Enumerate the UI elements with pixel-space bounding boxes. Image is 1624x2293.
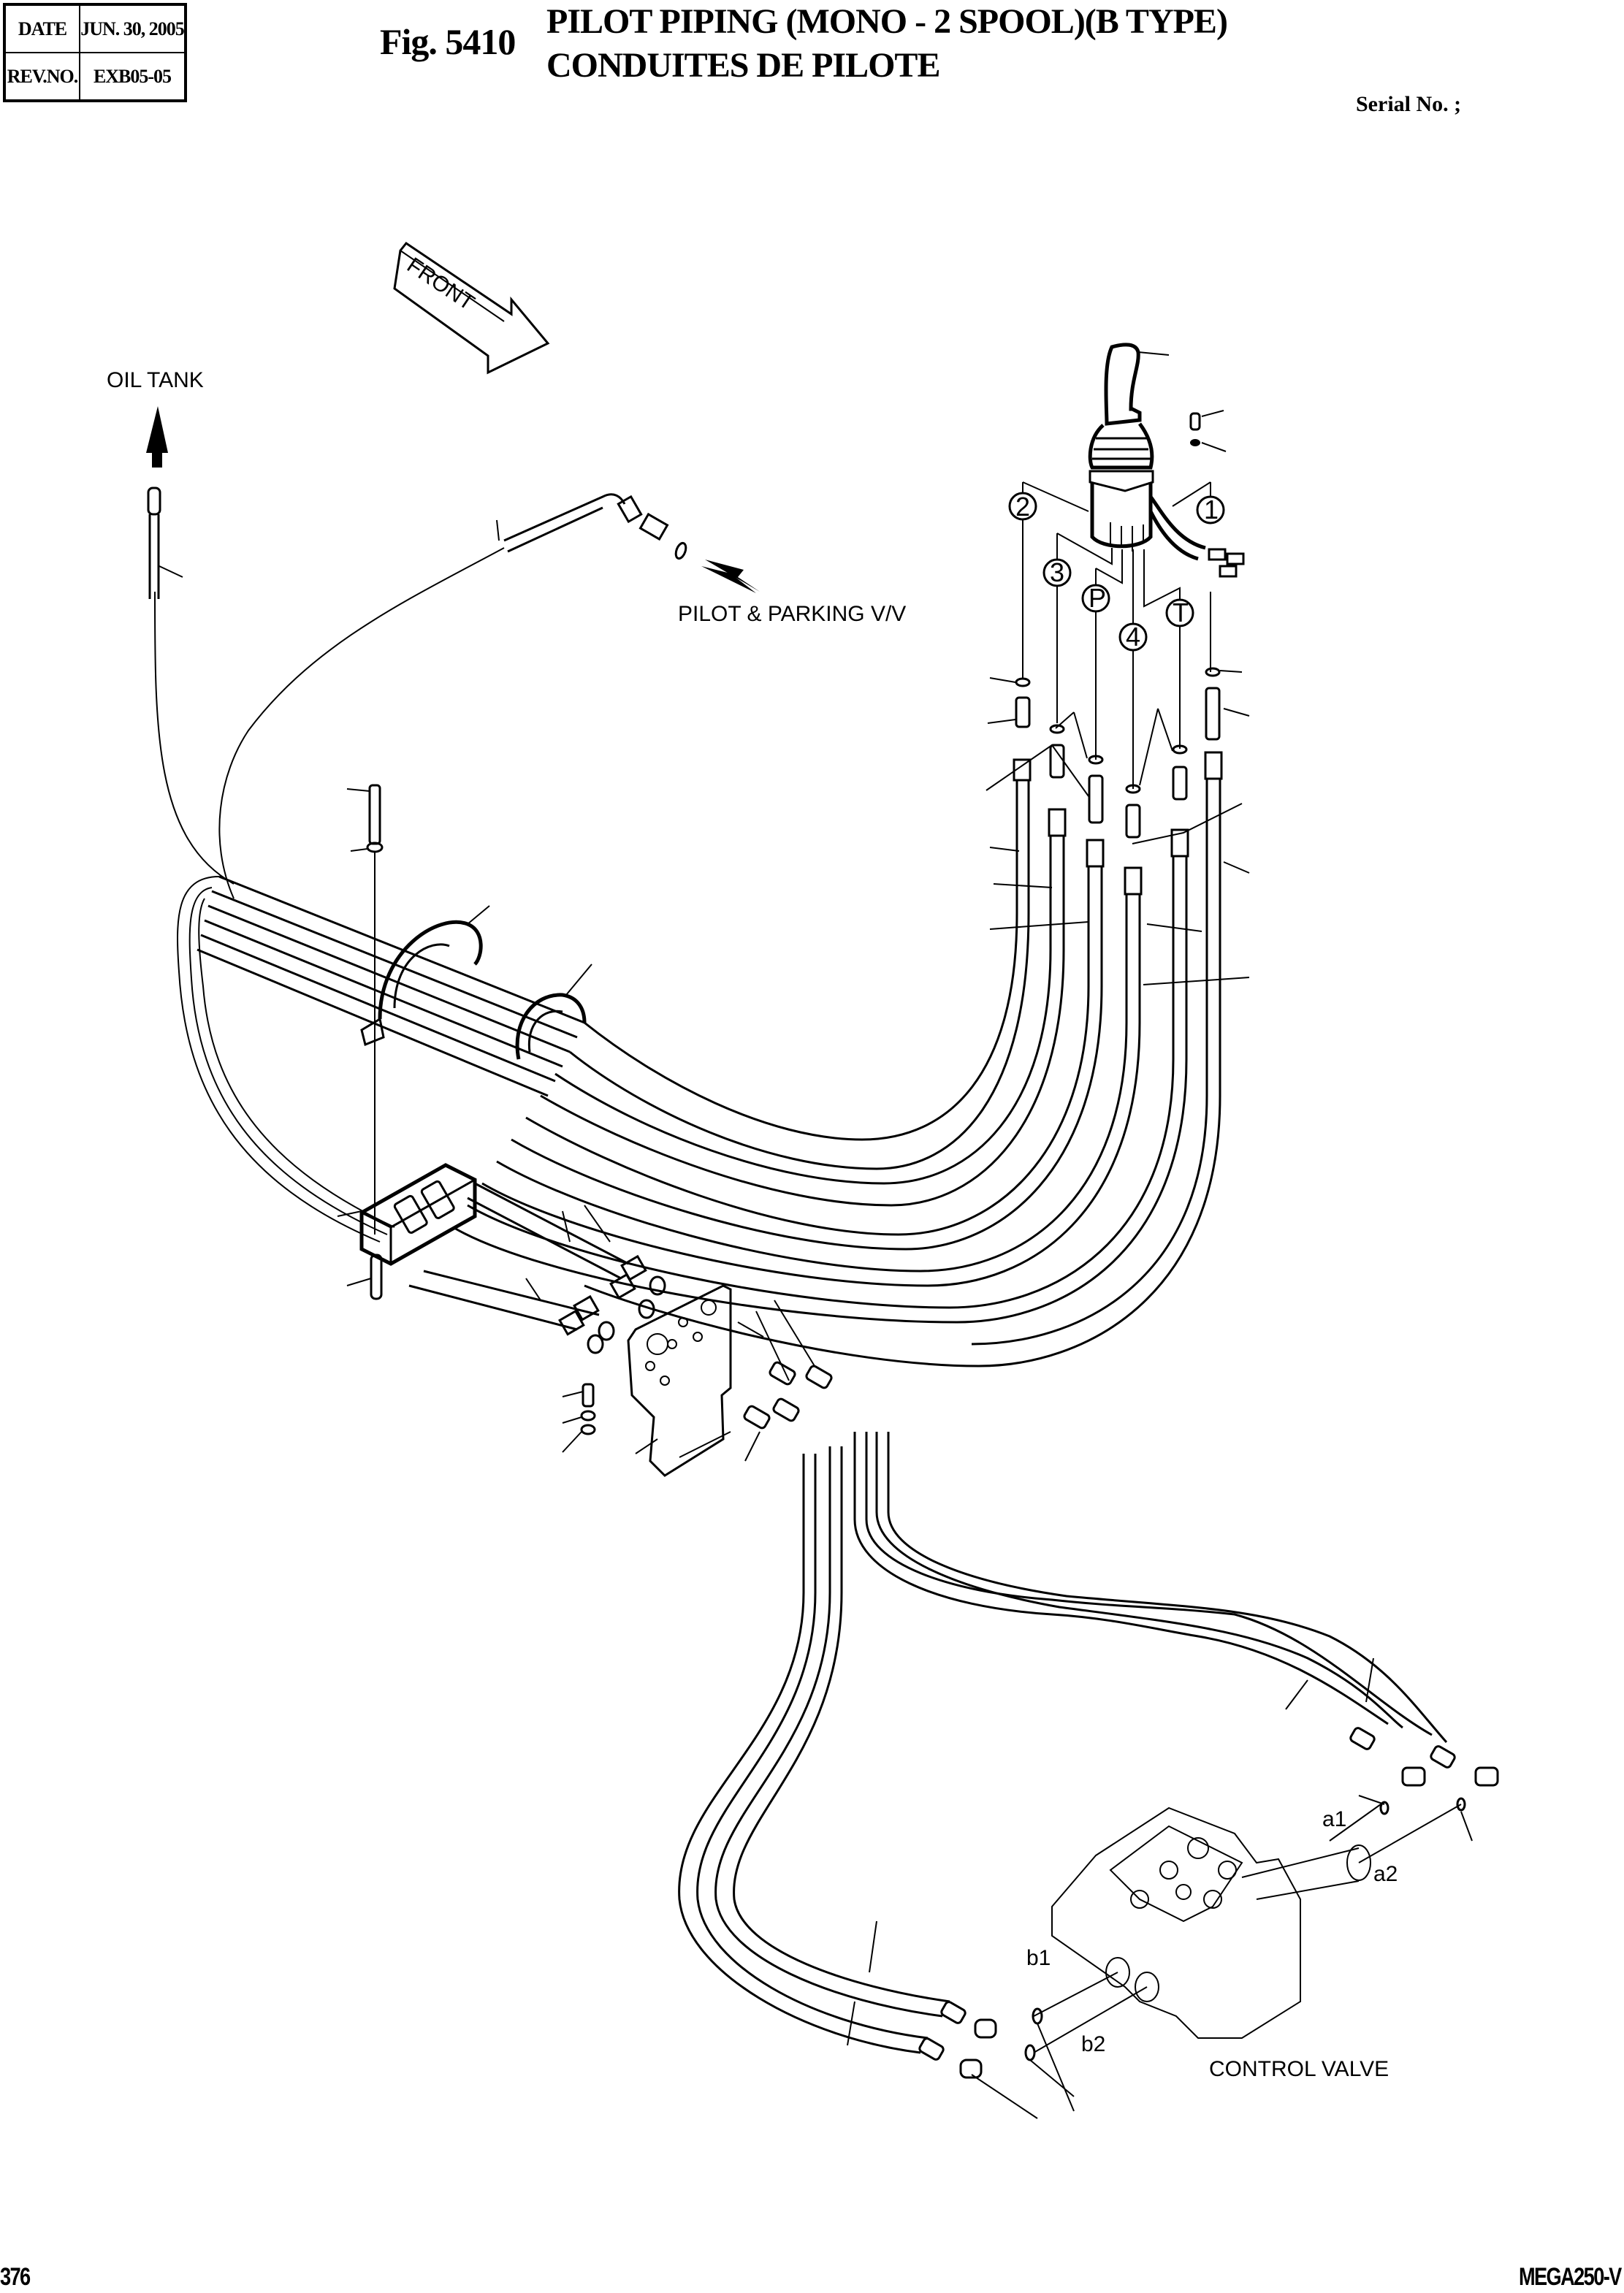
oil-tank-hose — [147, 487, 235, 885]
joystick-lever — [1088, 343, 1245, 578]
mounting-bolt-icon — [1189, 410, 1227, 452]
page-number: 376 — [0, 2263, 31, 2291]
hose-bundle — [452, 779, 1250, 1367]
port-a2-label: a2 — [1373, 1862, 1398, 1886]
revision-table: DATE JUN. 30, 2005 REV.NO. EXB05-05 — [3, 3, 187, 102]
svg-text:T: T — [1173, 598, 1189, 627]
port-a1-label: a1 — [1322, 1807, 1346, 1831]
svg-text:2: 2 — [1015, 492, 1030, 522]
svg-text:3: 3 — [1050, 557, 1064, 587]
port-b2-label: b2 — [1081, 2032, 1105, 2056]
rev-value: EXB05-05 — [79, 52, 186, 102]
model-name: MEGA250-V — [1519, 2263, 1622, 2291]
control-valve — [971, 1795, 1473, 2119]
svg-text:P: P — [1089, 583, 1106, 613]
joystick-line-fittings — [986, 667, 1250, 896]
svg-text:4: 4 — [1126, 622, 1140, 652]
oil-tank-arrow-icon — [146, 406, 168, 468]
oil-tank-label: OIL TANK — [107, 368, 204, 392]
mounting-plate — [627, 1284, 815, 1477]
rev-label: REV.NO. — [4, 52, 80, 102]
pilot-parking-label: PILOT & PARKING V/V — [678, 602, 906, 626]
serial-number-label: Serial No. ; — [1356, 92, 1462, 116]
plate-bolts — [562, 1383, 658, 1454]
hose-clamp-bracket — [346, 784, 490, 1235]
straight-hose-run — [177, 875, 585, 1243]
front-direction-arrow: FRONT — [393, 241, 550, 375]
plate-hoses — [408, 1182, 666, 1354]
clamp-block — [337, 1163, 477, 1300]
date-label: DATE — [4, 4, 80, 53]
plate-outlet-fittings — [679, 1310, 833, 1462]
pilot-parking-hose — [218, 493, 760, 899]
date-value: JUN. 30, 2005 — [79, 4, 186, 53]
control-valve-label: CONTROL VALVE — [1209, 2057, 1389, 2081]
port-callouts: 2 1 3 P 4 T — [1008, 481, 1225, 789]
port-b1-label: b1 — [1026, 1946, 1051, 1970]
title-french: CONDUITES DE PILOTE — [546, 46, 940, 85]
svg-text:1: 1 — [1204, 495, 1219, 524]
hose-clamp-ring — [515, 964, 592, 1060]
title-english: PILOT PIPING (MONO - 2 SPOOL)(B TYPE) — [546, 2, 1228, 41]
valve-hoses — [678, 1432, 1499, 2079]
figure-number: Fig. 5410 — [380, 21, 516, 62]
